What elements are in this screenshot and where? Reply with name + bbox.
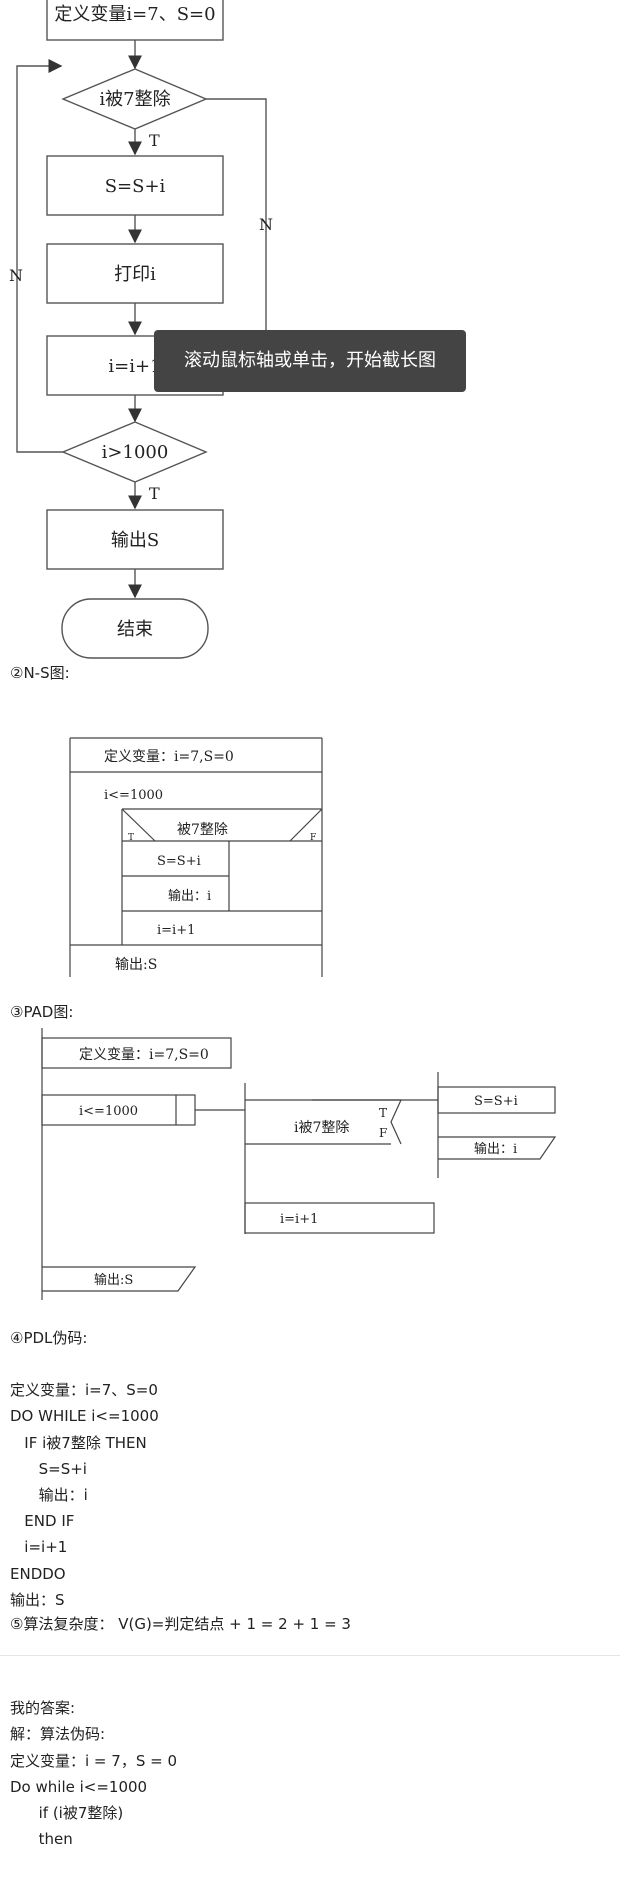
flowchart: 定义变量i=7、S=0 i被7整除 T S=S+i N N 打印i i=i+1 … — [9, 0, 273, 659]
pdl-line: 输出：S — [10, 1590, 65, 1609]
define-box — [46, 0, 224, 41]
ns-add-text: S=S+i — [157, 854, 201, 869]
long-screenshot-toast[interactable]: 滚动鼠标轴或单击，开始截长图 — [154, 330, 466, 392]
ns-heading: ②N-S图: — [10, 664, 70, 682]
answer-line: 解：算法伪码: — [10, 1725, 106, 1744]
pdl-heading: ④PDL伪码: — [10, 1329, 88, 1347]
flow-cond1-text: i被7整除 — [99, 89, 170, 110]
flow-t2-label: T — [149, 484, 160, 503]
pad-print-text: 输出：i — [474, 1141, 517, 1157]
ns-define-text: 定义变量：i=7,S=0 — [104, 749, 234, 765]
answer-line: if (i被7整除) — [10, 1804, 124, 1823]
pad-output-text: 输出:S — [94, 1272, 133, 1288]
flow-n-right-label: N — [259, 215, 273, 234]
pdl-line: DO WHILE i<=1000 — [10, 1407, 159, 1426]
pad-add-text: S=S+i — [474, 1094, 518, 1109]
pad-define-text: 定义变量：i=7,S=0 — [79, 1047, 209, 1063]
flow-output-text: 输出S — [111, 530, 159, 551]
answer-line: then — [10, 1830, 73, 1849]
ns-f-label: F — [310, 833, 316, 843]
pad-cond-text: i被7整除 — [294, 1120, 349, 1136]
flow-inc-text: i=i+1 — [108, 356, 161, 377]
pdl-line: 定义变量：i=7、S=0 — [10, 1381, 158, 1400]
answer-line: 我的答案: — [10, 1699, 76, 1718]
flow-n-left-label: N — [9, 266, 23, 285]
pdl-line: S=S+i — [10, 1459, 87, 1478]
pdl-line: IF i被7整除 THEN — [10, 1433, 147, 1452]
flow-add-text: S=S+i — [105, 176, 166, 197]
pdl-line: END IF — [10, 1512, 75, 1531]
pad-f-label: F — [379, 1126, 387, 1140]
ns-loop-text: i<=1000 — [104, 788, 163, 803]
ns-t-label: T — [128, 833, 134, 843]
flow-print-text: 打印i — [114, 264, 156, 285]
ns-diagram: 定义变量：i=7,S=0 i<=1000 被7整除 T F S=S+i 输出：i… — [69, 737, 323, 977]
pdl-line: i=i+1 — [10, 1538, 68, 1557]
answer-line: 定义变量：i = 7，S = 0 — [10, 1751, 177, 1770]
pad-diagram: 定义变量：i=7,S=0 i<=1000 i被7整除 T F S=S+i 输出：… — [41, 1028, 557, 1300]
pdl-line: ENDDO — [10, 1564, 66, 1583]
ns-output-text: 输出:S — [115, 957, 157, 973]
pad-t-label: T — [379, 1106, 387, 1120]
end-terminal — [61, 598, 209, 659]
ns-cond-text: 被7整除 — [177, 822, 228, 838]
answer-line: Do while i<=1000 — [10, 1777, 148, 1796]
ns-inc-text: i=i+1 — [157, 923, 195, 938]
add-box — [46, 155, 224, 216]
pad-inc-text: i=i+1 — [280, 1212, 318, 1227]
flow-define-text: 定义变量i=7、S=0 — [54, 4, 215, 25]
ns-print-text: 输出：i — [168, 888, 211, 904]
output-box — [46, 509, 224, 570]
flow-t1-label: T — [149, 131, 160, 150]
flow-end-text: 结束 — [117, 619, 153, 640]
divider — [0, 1655, 620, 1656]
complexity-text: ⑤算法复杂度： V(G)=判定结点 + 1 = 2 + 1 = 3 — [10, 1615, 351, 1633]
pdl-line: 输出：i — [10, 1486, 88, 1505]
flow-cond2-text: i>1000 — [102, 442, 169, 463]
pad-heading: ③PAD图: — [10, 1003, 74, 1021]
pad-loop-text: i<=1000 — [79, 1104, 138, 1119]
pdl-code: 定义变量：i=7、S=0 DO WHILE i<=1000 IF i被7整除 TH… — [10, 1351, 159, 1639]
answer-block: 我的答案: 解：算法伪码: 定义变量：i = 7，S = 0 Do while i<=… — [10, 1669, 177, 1879]
